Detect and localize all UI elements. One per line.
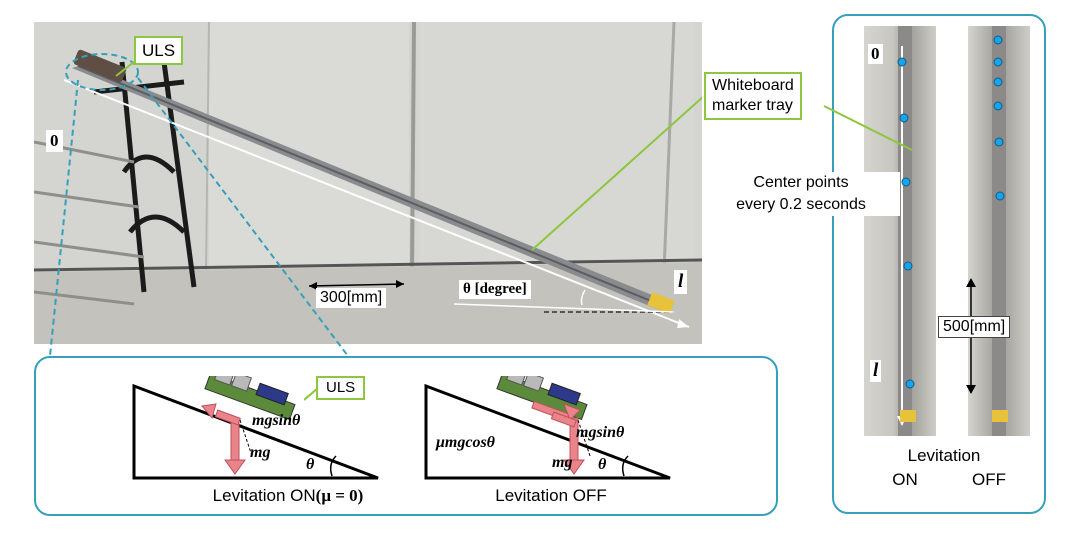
tray-label-line1: Whiteboard [712, 77, 794, 94]
incline-triangle [132, 383, 379, 480]
force-diagram-panel: ULS mgsinθ mg θ Levitation ON(μ = 0) μmg… [34, 356, 778, 516]
diagram-uls-label: ULS [316, 376, 366, 400]
off-angle: θ [598, 456, 607, 473]
tray-leader-line [823, 105, 913, 151]
origin-label: 0 [46, 130, 63, 152]
right-caption-on: ON [892, 470, 918, 489]
diagram-on [132, 376, 379, 480]
diagram-off [424, 376, 671, 480]
uls-device-icon [496, 376, 588, 421]
angle-label: θ [degree] [459, 280, 531, 299]
right-origin-label: 0 [868, 44, 883, 64]
off-force-gravity: mg [552, 454, 573, 471]
on-force-parallel: mgsinθ [252, 412, 301, 429]
photo-scene [34, 22, 702, 344]
uls-label: ULS [134, 36, 184, 65]
caption-on-text: Levitation ON [212, 486, 316, 505]
off-force-friction: μmgcosθ [436, 434, 495, 451]
center-points-label: Center points every 0.2 seconds [702, 172, 900, 216]
incline-triangle [424, 383, 671, 480]
center-points-line2: every 0.2 seconds [736, 196, 866, 213]
strip-on [864, 26, 936, 436]
trajectory-panel: 0 l Center points every 0.2 seconds 500[… [702, 14, 1046, 514]
on-angle: θ [306, 456, 315, 473]
caption-off: Levitation OFF [495, 486, 607, 505]
markers-off [993, 35, 1005, 201]
strip-on-scene [897, 26, 916, 436]
force-arrows-off [531, 400, 585, 475]
tray-label-line2: marker tray [712, 97, 793, 114]
experiment-photo: ULS 0 l 300[mm] θ [degree] [34, 22, 702, 344]
tray-label: Whiteboard marker tray [704, 72, 802, 120]
center-points-line1: Center points [753, 174, 849, 191]
on-force-gravity: mg [250, 444, 271, 461]
uls-leader-line [304, 387, 318, 401]
uls-device-icon [204, 376, 296, 421]
markers-on [897, 57, 915, 389]
end-label: l [674, 270, 688, 294]
right-caption-title: Levitation [907, 446, 981, 465]
caption-on-formula: (μ = 0) [315, 486, 364, 505]
scale-label: 500[mm] [938, 316, 1011, 338]
right-end-label: l [870, 360, 882, 382]
right-caption-off: OFF [972, 470, 1006, 489]
force-arrows-on [201, 403, 246, 475]
caption-on: Levitation ON(μ = 0) [168, 486, 408, 506]
distance-label: 300[mm] [316, 288, 387, 308]
off-force-parallel: mgsinθ [576, 424, 625, 441]
